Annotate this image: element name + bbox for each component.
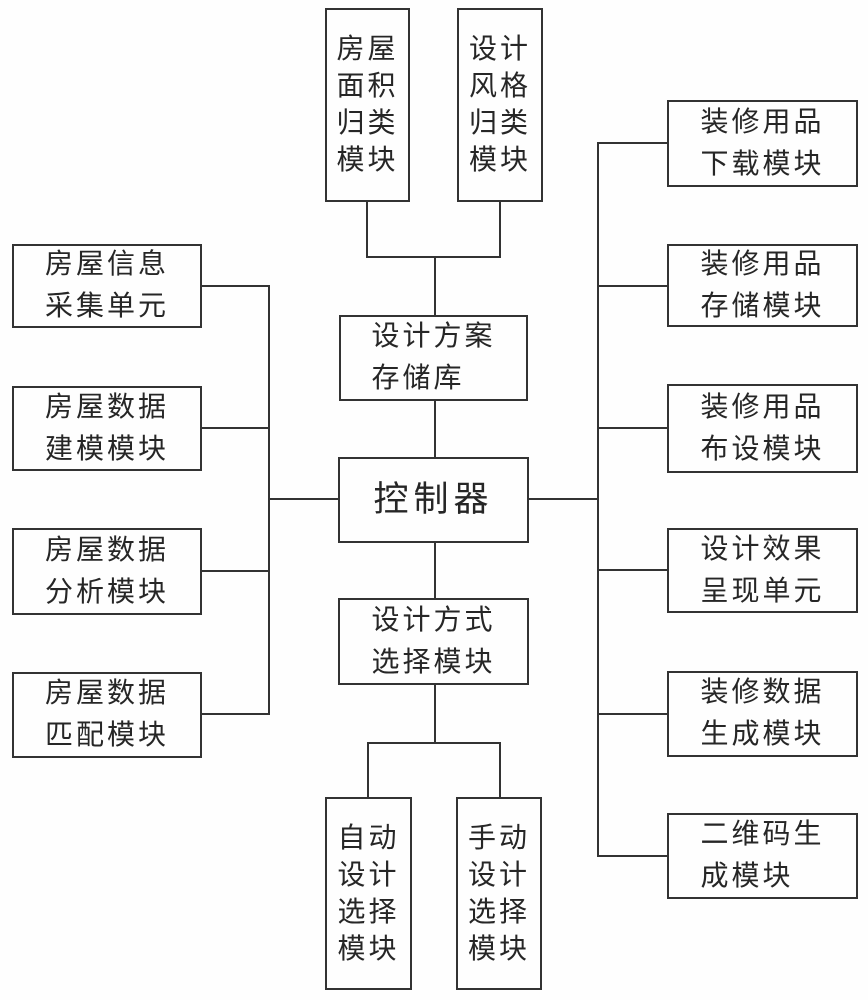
connector-line xyxy=(434,543,436,598)
left-bus-line xyxy=(268,285,270,715)
connector-line xyxy=(434,401,436,457)
connector-line xyxy=(367,742,369,797)
connector-line xyxy=(202,570,270,572)
connector-line xyxy=(529,498,599,500)
node-house-info-collect-unit: 房屋信息 采集单元 xyxy=(12,244,202,328)
connector-line xyxy=(367,742,501,744)
node-label: 房屋数据 建模模块 xyxy=(44,391,169,465)
node-decor-goods-download-module: 装修用品 下载模块 xyxy=(667,100,858,187)
connector-line xyxy=(202,713,270,715)
connector-line xyxy=(597,285,667,287)
node-label: 手动 设计 选择 模块 xyxy=(467,822,530,965)
connector-line xyxy=(597,855,667,857)
node-decor-goods-layout-module: 装修用品 布设模块 xyxy=(667,384,858,473)
connector-line xyxy=(597,142,667,144)
connector-line xyxy=(366,202,368,258)
connector-line xyxy=(366,256,501,258)
node-controller: 控制器 xyxy=(338,457,529,543)
node-label: 设计方案 存储库 xyxy=(371,321,496,394)
node-house-data-matching-module: 房屋数据 匹配模块 xyxy=(12,672,202,758)
node-house-area-classify-module: 房屋 面积 归类 模块 xyxy=(325,8,410,202)
connector-line xyxy=(499,742,501,797)
node-design-style-classify-module: 设计 风格 归类 模块 xyxy=(457,8,543,202)
node-label: 房屋数据 匹配模块 xyxy=(44,678,169,751)
node-label: 二维码生 成模块 xyxy=(700,819,825,892)
node-label: 自动 设计 选择 模块 xyxy=(337,822,400,965)
node-manual-design-select-module: 手动 设计 选择 模块 xyxy=(456,797,542,990)
connector-line xyxy=(597,713,667,715)
node-label: 设计效果 呈现单元 xyxy=(700,533,825,607)
node-label: 装修用品 布设模块 xyxy=(700,391,825,465)
connector-line xyxy=(597,569,667,571)
node-auto-design-select-module: 自动 设计 选择 模块 xyxy=(325,797,412,990)
node-decor-goods-storage-module: 装修用品 存储模块 xyxy=(667,244,858,327)
node-label: 设计方式 选择模块 xyxy=(371,604,496,678)
node-label: 房屋 面积 归类 模块 xyxy=(336,34,399,176)
node-label: 房屋数据 分析模块 xyxy=(44,534,169,608)
node-qrcode-generate-module: 二维码生 成模块 xyxy=(667,813,858,899)
node-label: 控制器 xyxy=(373,480,494,519)
node-design-plan-storage: 设计方案 存储库 xyxy=(339,315,528,401)
connector-line xyxy=(202,285,270,287)
connector-line xyxy=(202,427,270,429)
connector-line xyxy=(434,256,436,315)
node-decor-data-generate-module: 装修数据 生成模块 xyxy=(667,671,858,757)
connector-line xyxy=(268,498,338,500)
node-label: 房屋信息 采集单元 xyxy=(44,249,169,322)
node-house-data-modeling-module: 房屋数据 建模模块 xyxy=(12,386,202,471)
connector-line xyxy=(499,202,501,258)
node-design-effect-present-unit: 设计效果 呈现单元 xyxy=(667,528,858,613)
node-label: 装修用品 存储模块 xyxy=(700,248,825,322)
node-house-data-analysis-module: 房屋数据 分析模块 xyxy=(12,528,202,615)
node-design-mode-select-module: 设计方式 选择模块 xyxy=(338,598,529,685)
right-bus-line xyxy=(597,142,599,857)
connector-line xyxy=(434,685,436,744)
connector-line xyxy=(597,427,667,429)
node-label: 设计 风格 归类 模块 xyxy=(468,34,531,176)
node-label: 装修用品 下载模块 xyxy=(700,106,825,180)
node-label: 装修数据 生成模块 xyxy=(700,677,825,750)
